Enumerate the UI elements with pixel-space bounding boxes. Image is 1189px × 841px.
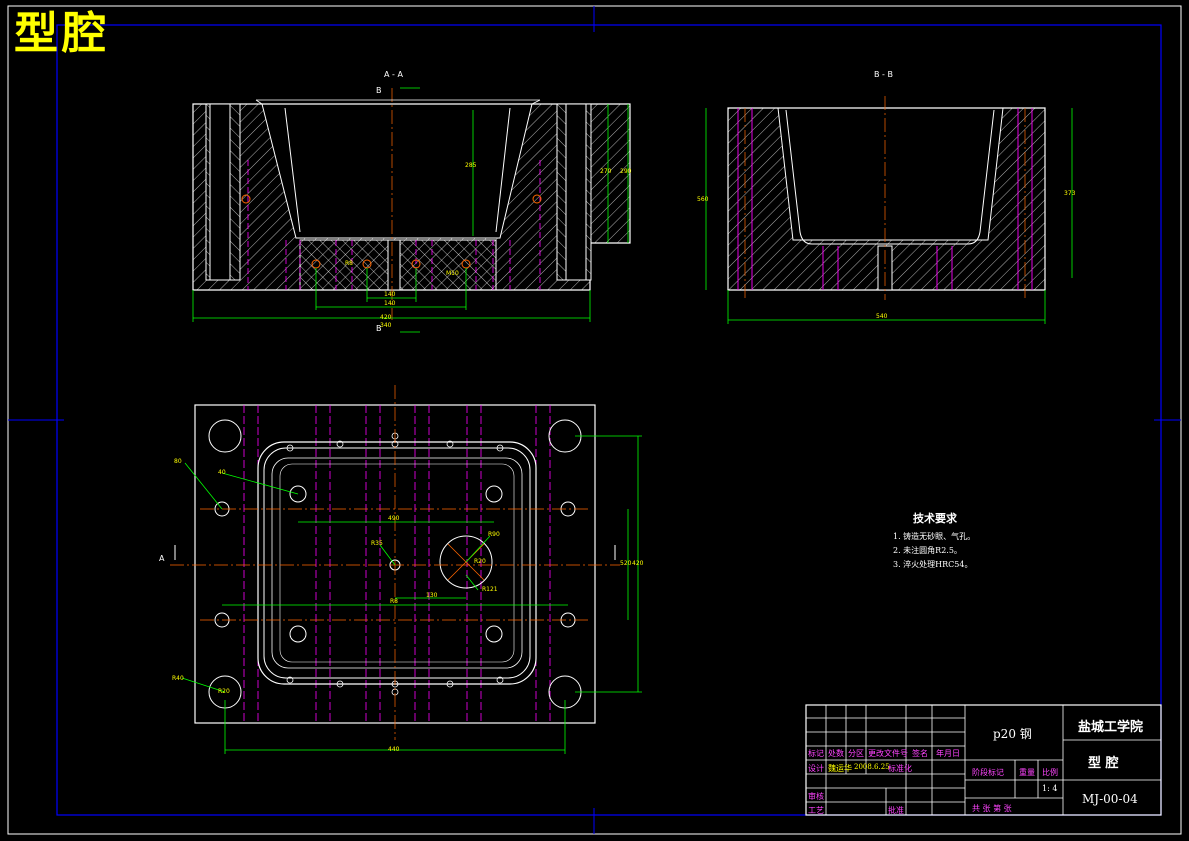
plan-view — [170, 385, 642, 754]
tb-approve-label: 批准 — [888, 806, 904, 815]
technical-requirements: 技术要求 1. 铸造无砂眼、气孔。 2. 未注圆角R2.5。 3. 淬火处理HR… — [893, 510, 975, 572]
dim-text: 440 — [388, 746, 400, 753]
requirement-item: 1. 铸造无砂眼、气孔。 — [893, 532, 976, 541]
tb-review-label: 审核 — [808, 792, 824, 801]
dim-text: R90 — [488, 531, 500, 538]
tb-count-label: 处数 — [828, 749, 844, 758]
dim-text: 420 — [380, 314, 392, 321]
technical-requirements-title: 技术要求 — [913, 512, 957, 525]
dim-text: 373 — [1064, 190, 1076, 197]
section-aa-marker-top: B — [376, 86, 382, 95]
dim-text: 420 — [632, 560, 644, 567]
tb-weight-label: 重量 — [1019, 768, 1035, 777]
dim-text: 40 — [218, 469, 226, 476]
tb-signature-label: 签名 — [912, 749, 928, 758]
dim-text: R121 — [482, 586, 498, 593]
section-bb-label: B - B — [874, 70, 893, 79]
dim-text: 560 — [697, 196, 709, 203]
section-bb-view — [705, 96, 1073, 324]
tb-stage-label: 阶段标记 — [972, 768, 1004, 777]
tb-zone-label: 分区 — [848, 749, 864, 758]
plan-section-marker: A — [159, 554, 165, 563]
dim-text: R8 — [345, 260, 353, 267]
requirement-item: 2. 未注圆角R2.5。 — [893, 546, 962, 555]
section-aa-label: A - A — [384, 70, 403, 79]
dim-text: R8 — [390, 598, 398, 605]
tb-design-date: 2008.6.25 — [854, 763, 890, 771]
section-aa-marker-bottom: B — [376, 324, 382, 333]
school-name: 盐城工学院 — [1078, 720, 1144, 735]
tb-design-label: 设计 — [808, 764, 824, 773]
dim-text: R20 — [474, 558, 486, 565]
tb-mark-label: 标记 — [808, 749, 824, 758]
dim-text: R40 — [172, 675, 184, 682]
drawing-title: 型腔 — [14, 8, 110, 59]
tb-process-label: 工艺 — [808, 806, 824, 815]
scale-value: 1: 4 — [1042, 784, 1058, 793]
dim-text: M10 — [446, 270, 459, 277]
requirement-item: 3. 淬火处理HRC54。 — [893, 560, 973, 569]
tb-standardization-label: 标准化 — [888, 764, 912, 773]
dim-text: 520 — [620, 560, 632, 567]
tb-date-label: 年月日 — [936, 749, 960, 758]
dim-text: 340 — [380, 322, 392, 329]
dim-text: 285 — [465, 162, 477, 169]
dim-text: R20 — [218, 688, 230, 695]
tb-sheets-label: 共 张 第 张 — [972, 804, 1012, 813]
tb-designer: 魏运华 — [828, 764, 852, 773]
tb-scale-label: 比例 — [1042, 768, 1058, 777]
drawing-number: MJ-00-04 — [1082, 792, 1138, 806]
dim-text: 290 — [620, 168, 632, 175]
centering-marks — [8, 6, 1181, 834]
part-name: 型 腔 — [1088, 756, 1119, 771]
dim-text: 140 — [384, 300, 396, 307]
dim-text: 540 — [876, 313, 888, 320]
dim-text: 270 — [600, 168, 612, 175]
dim-text: R35 — [371, 540, 383, 547]
dim-text: 490 — [388, 515, 400, 522]
dim-text: 140 — [384, 291, 396, 298]
dim-text: 80 — [174, 458, 182, 465]
title-block — [805, 704, 1162, 816]
section-aa-view — [192, 87, 631, 333]
material-label: p20 钢 — [993, 727, 1032, 741]
tb-change-doc-label: 更改文件号 — [868, 749, 908, 758]
dim-text: 130 — [426, 592, 438, 599]
